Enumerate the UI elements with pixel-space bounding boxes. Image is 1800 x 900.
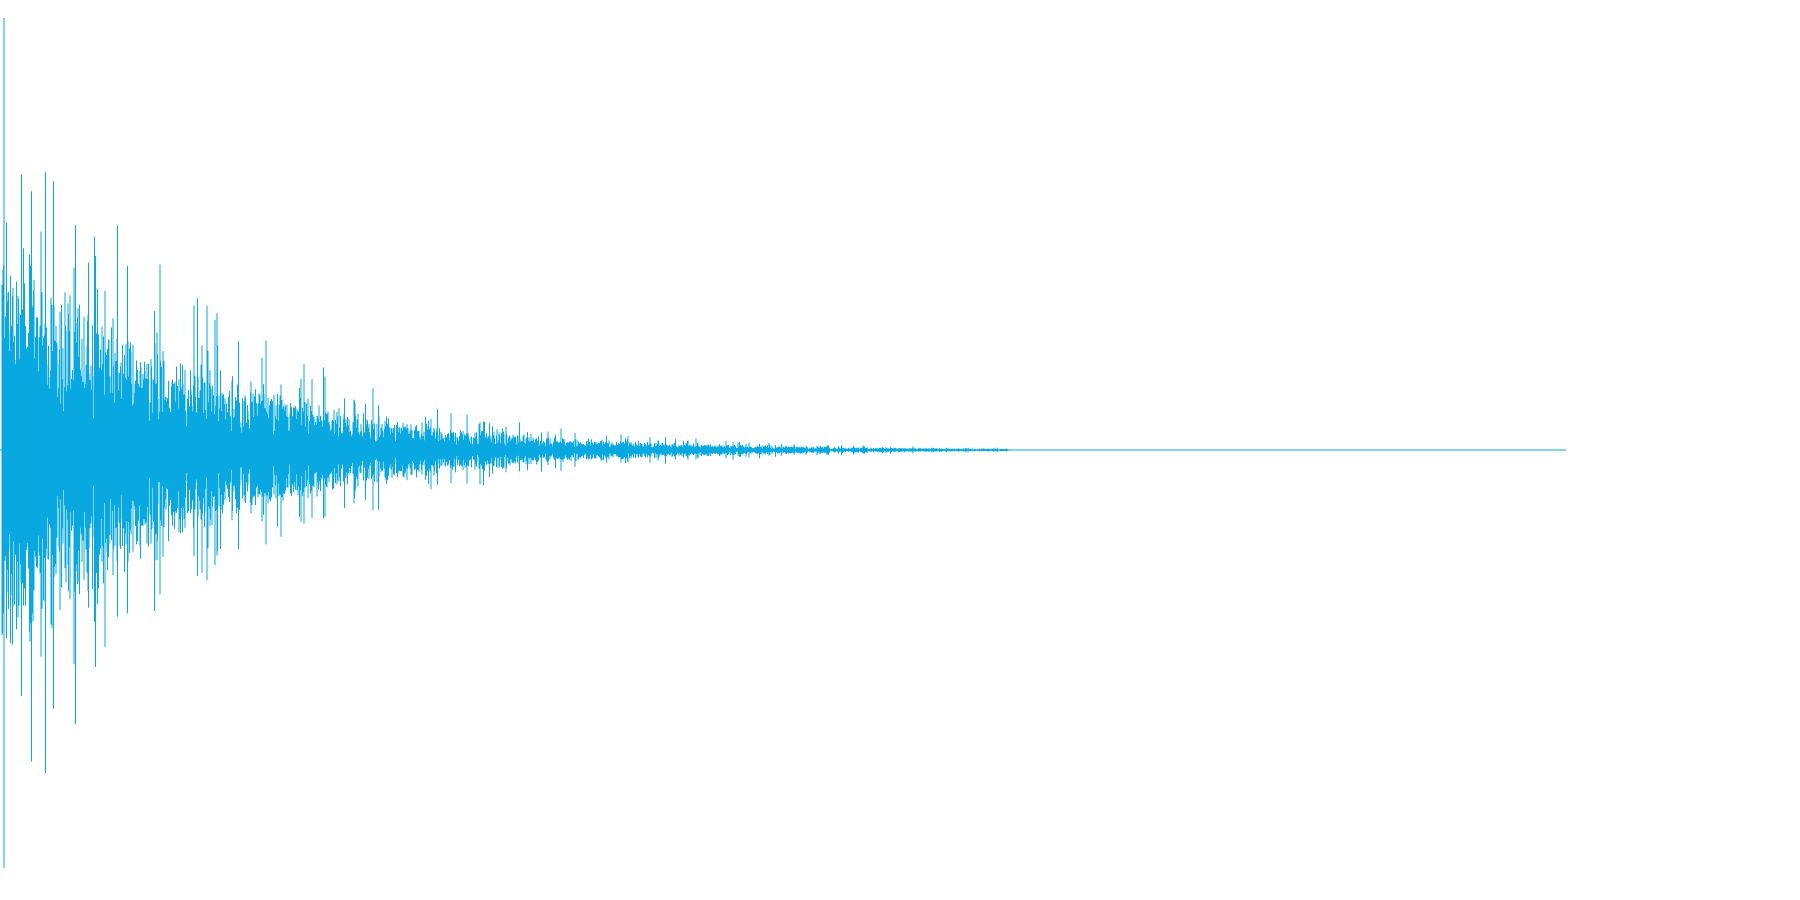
waveform-path: [1, 18, 1009, 868]
